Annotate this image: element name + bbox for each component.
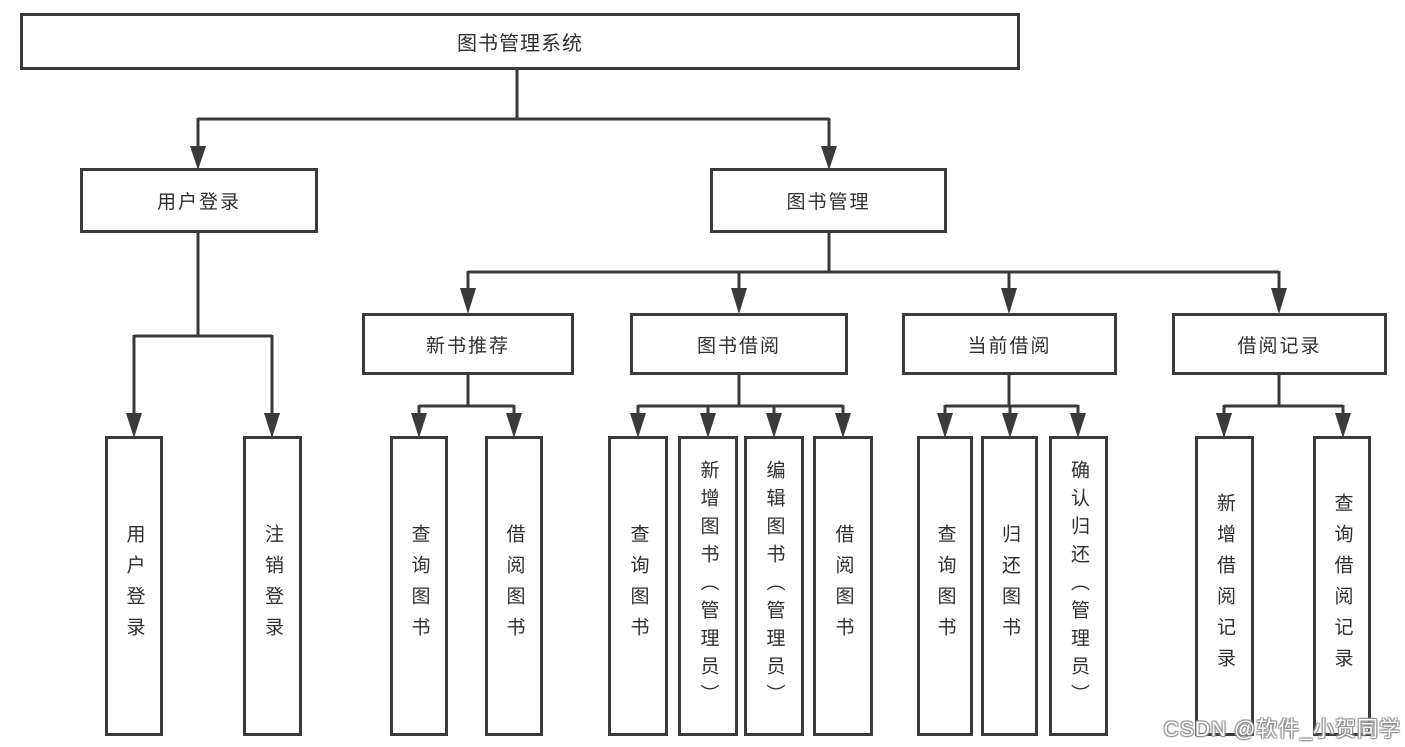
leaf-edit-books-admin: 编辑图书（管理员） [744,436,804,736]
node-book-borrow: 图书借阅 [630,313,848,375]
leaf-query-books-recommend: 查询图书 [390,436,448,736]
leaf-return-books: 归还图书 [981,436,1038,736]
node-user-login: 用户登录 [80,168,318,233]
node-borrow-records: 借阅记录 [1172,313,1387,375]
watermark: CSDN @软件_小贺同学 [1163,718,1401,741]
leaf-borrow-books-recommend: 借阅图书 [485,436,543,736]
leaf-add-books-admin: 新增图书（管理员） [678,436,738,736]
node-new-book-recommend: 新书推荐 [362,313,574,375]
leaf-query-borrow-record: 查询借阅记录 [1313,436,1371,736]
leaf-confirm-return-admin: 确认归还（管理员） [1049,436,1108,736]
node-book-management: 图书管理 [710,168,947,233]
node-current-borrow: 当前借阅 [902,313,1117,375]
leaf-user-login: 用户登录 [105,436,163,736]
node-system-root: 图书管理系统 [20,13,1020,70]
leaf-logout: 注销登录 [243,436,302,736]
leaf-query-books-current: 查询图书 [917,436,973,736]
leaf-borrow-books: 借阅图书 [813,436,873,736]
leaf-add-borrow-record: 新增借阅记录 [1195,436,1254,736]
leaf-query-books-borrow: 查询图书 [608,436,668,736]
